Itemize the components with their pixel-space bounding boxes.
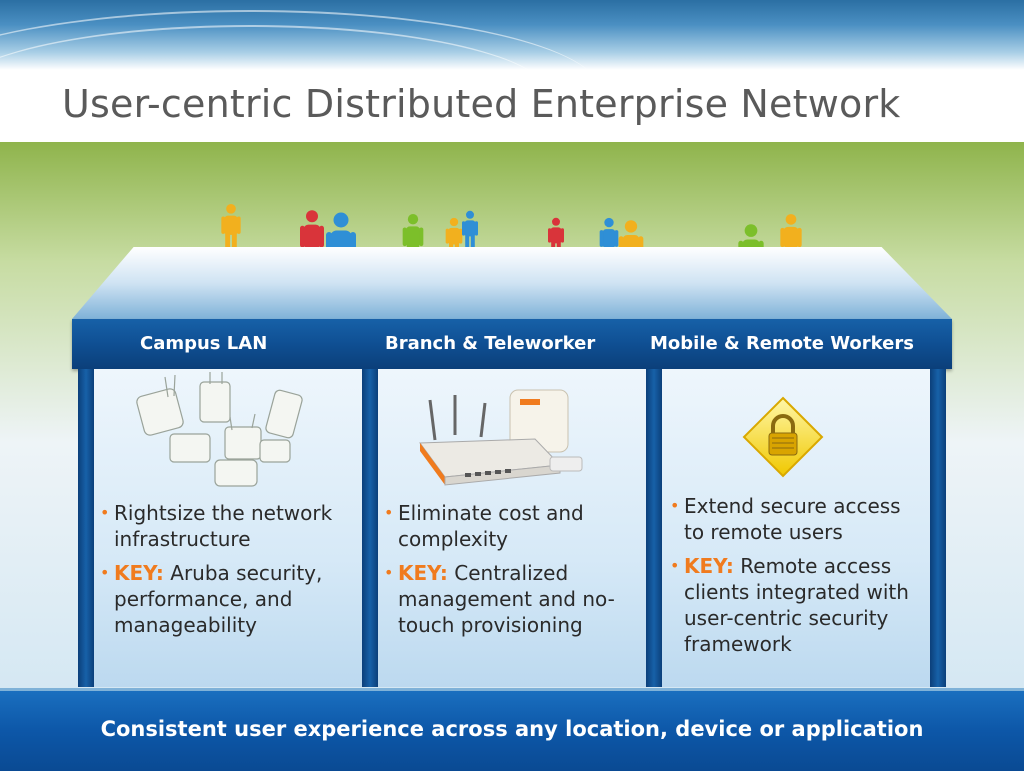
bullet-item: •KEY: Aruba security, performance, and m… bbox=[100, 561, 323, 637]
bullet-dot-icon: • bbox=[384, 563, 394, 582]
col-header-campus-lan: Campus LAN bbox=[140, 333, 268, 354]
col-header-mobile: Mobile & Remote Workers bbox=[650, 333, 914, 354]
key-label: KEY: bbox=[398, 561, 448, 585]
bullet-dot-icon: • bbox=[100, 503, 110, 522]
bullet-item: •Eliminate cost and complexity bbox=[384, 501, 584, 551]
padlock-icon bbox=[742, 396, 824, 478]
bullet-dot-icon: • bbox=[670, 496, 680, 515]
banner-swoosh bbox=[0, 25, 550, 70]
key-label: KEY: bbox=[684, 554, 734, 578]
pillar bbox=[78, 369, 94, 687]
platform-roof bbox=[72, 247, 952, 319]
bullet-dot-icon: • bbox=[670, 556, 680, 575]
pillar bbox=[930, 369, 946, 687]
banner-swoosh bbox=[0, 10, 600, 70]
bullet-dot-icon: • bbox=[384, 503, 394, 522]
access-points-icon bbox=[136, 372, 303, 487]
campus-bullets: •Rightsize the network infrastructure •K… bbox=[100, 500, 355, 646]
bullet-item: •Extend secure access to remote users bbox=[670, 494, 901, 544]
bullet-item: •KEY: Centralized management and no-touc… bbox=[384, 561, 615, 637]
mobile-bullets: •Extend secure access to remote users •K… bbox=[670, 493, 925, 665]
pillar bbox=[646, 369, 662, 687]
branch-router-icon bbox=[419, 389, 583, 486]
col-header-branch: Branch & Teleworker bbox=[385, 333, 596, 354]
bullet-dot-icon: • bbox=[100, 563, 110, 582]
slide-title: User-centric Distributed Enterprise Netw… bbox=[62, 82, 901, 126]
bullet-item: •KEY: Remote access clients integrated w… bbox=[670, 554, 909, 656]
branch-bullets: •Eliminate cost and complexity •KEY: Cen… bbox=[384, 500, 639, 646]
footer-text: Consistent user experience across any lo… bbox=[100, 717, 924, 741]
footer-bar: Consistent user experience across any lo… bbox=[0, 688, 1024, 771]
column-header-bar bbox=[72, 319, 952, 369]
bullet-item: •Rightsize the network infrastructure bbox=[100, 501, 333, 551]
top-banner bbox=[0, 0, 1024, 70]
key-label: KEY: bbox=[114, 561, 164, 585]
pillar bbox=[362, 369, 378, 687]
